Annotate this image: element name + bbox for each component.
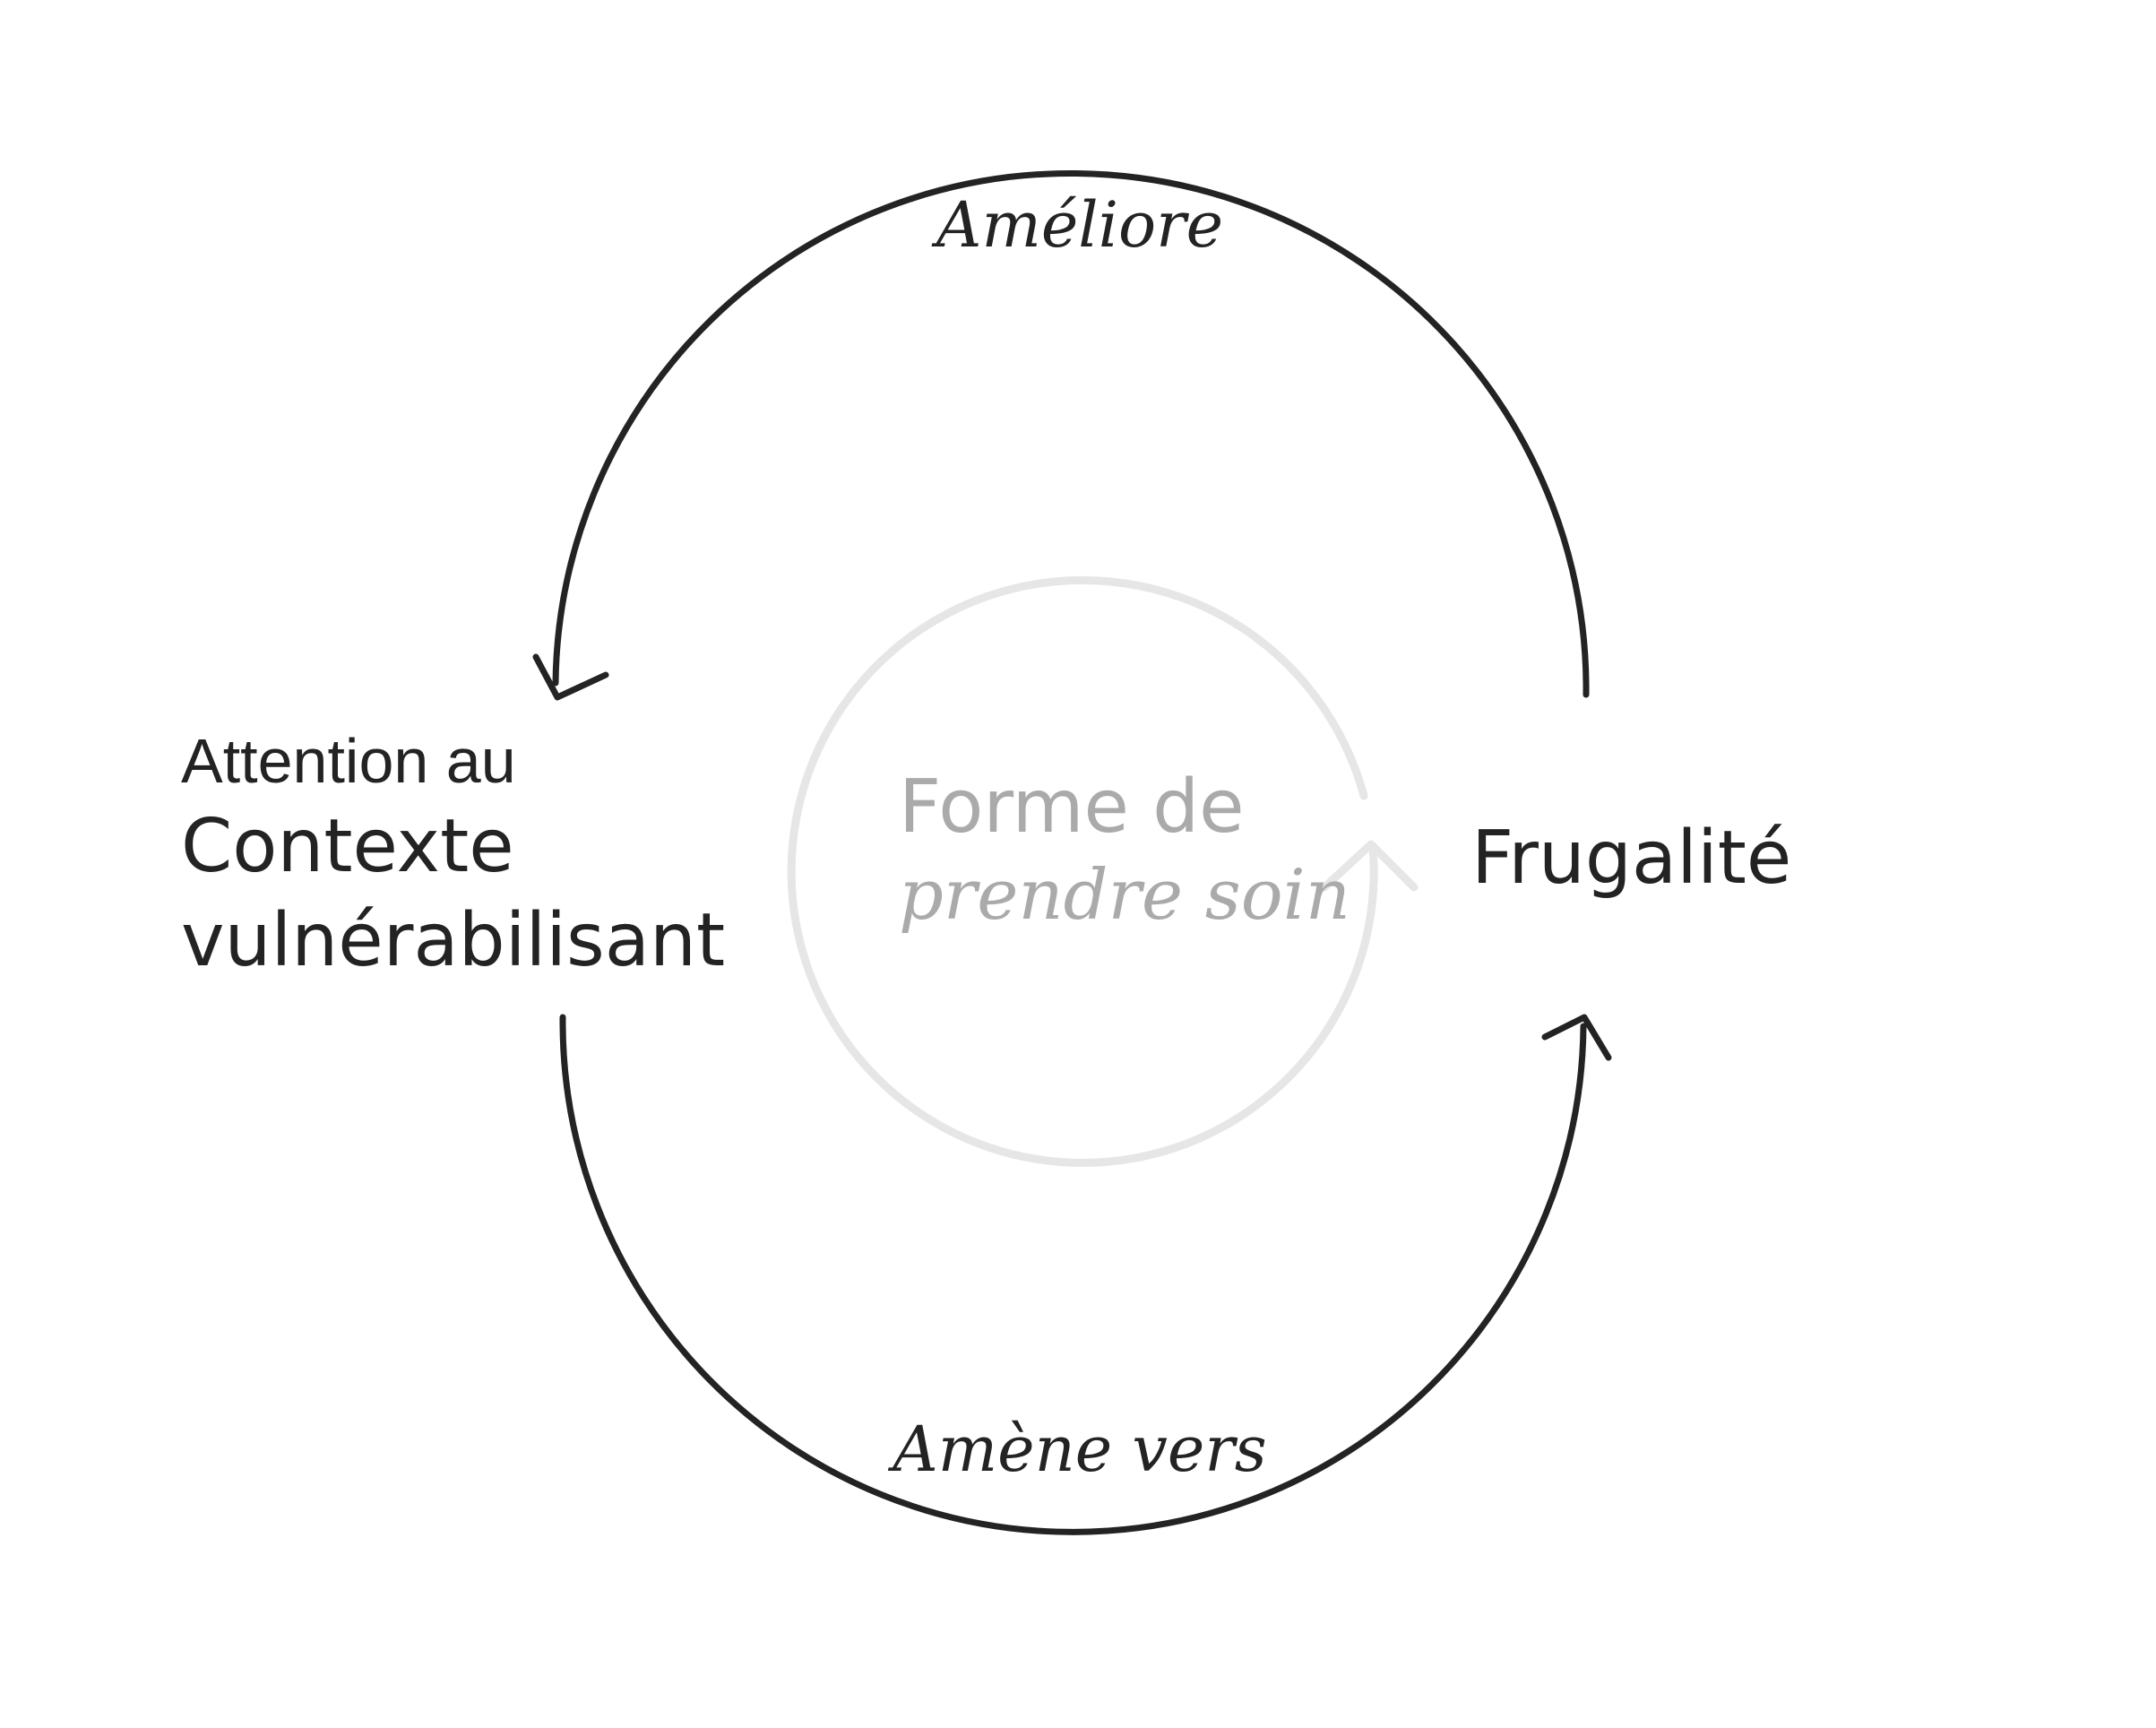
- left-node-line1: Attention au: [181, 726, 516, 796]
- center-node-line1: Forme de: [899, 765, 1245, 850]
- arc-bottom-amene-vers: [559, 1014, 1587, 1535]
- left-node-line3: vulnérabilisant: [181, 898, 725, 983]
- left-node-line2: Contexte: [181, 804, 514, 889]
- arrowhead-top-icon: [532, 653, 609, 701]
- center-node-line2: prendre soin: [899, 855, 1350, 936]
- right-node-frugalite: Frugalité: [1471, 816, 1791, 901]
- arrowhead-bottom-icon: [1541, 1014, 1612, 1061]
- label-ameliore: Améliore: [931, 188, 1223, 262]
- arc-top-ameliore: [552, 169, 1590, 698]
- label-amene-vers: Amène vers: [887, 1413, 1266, 1486]
- inner-circle: [787, 576, 1378, 1167]
- inner-arrowhead-icon: [1320, 840, 1419, 892]
